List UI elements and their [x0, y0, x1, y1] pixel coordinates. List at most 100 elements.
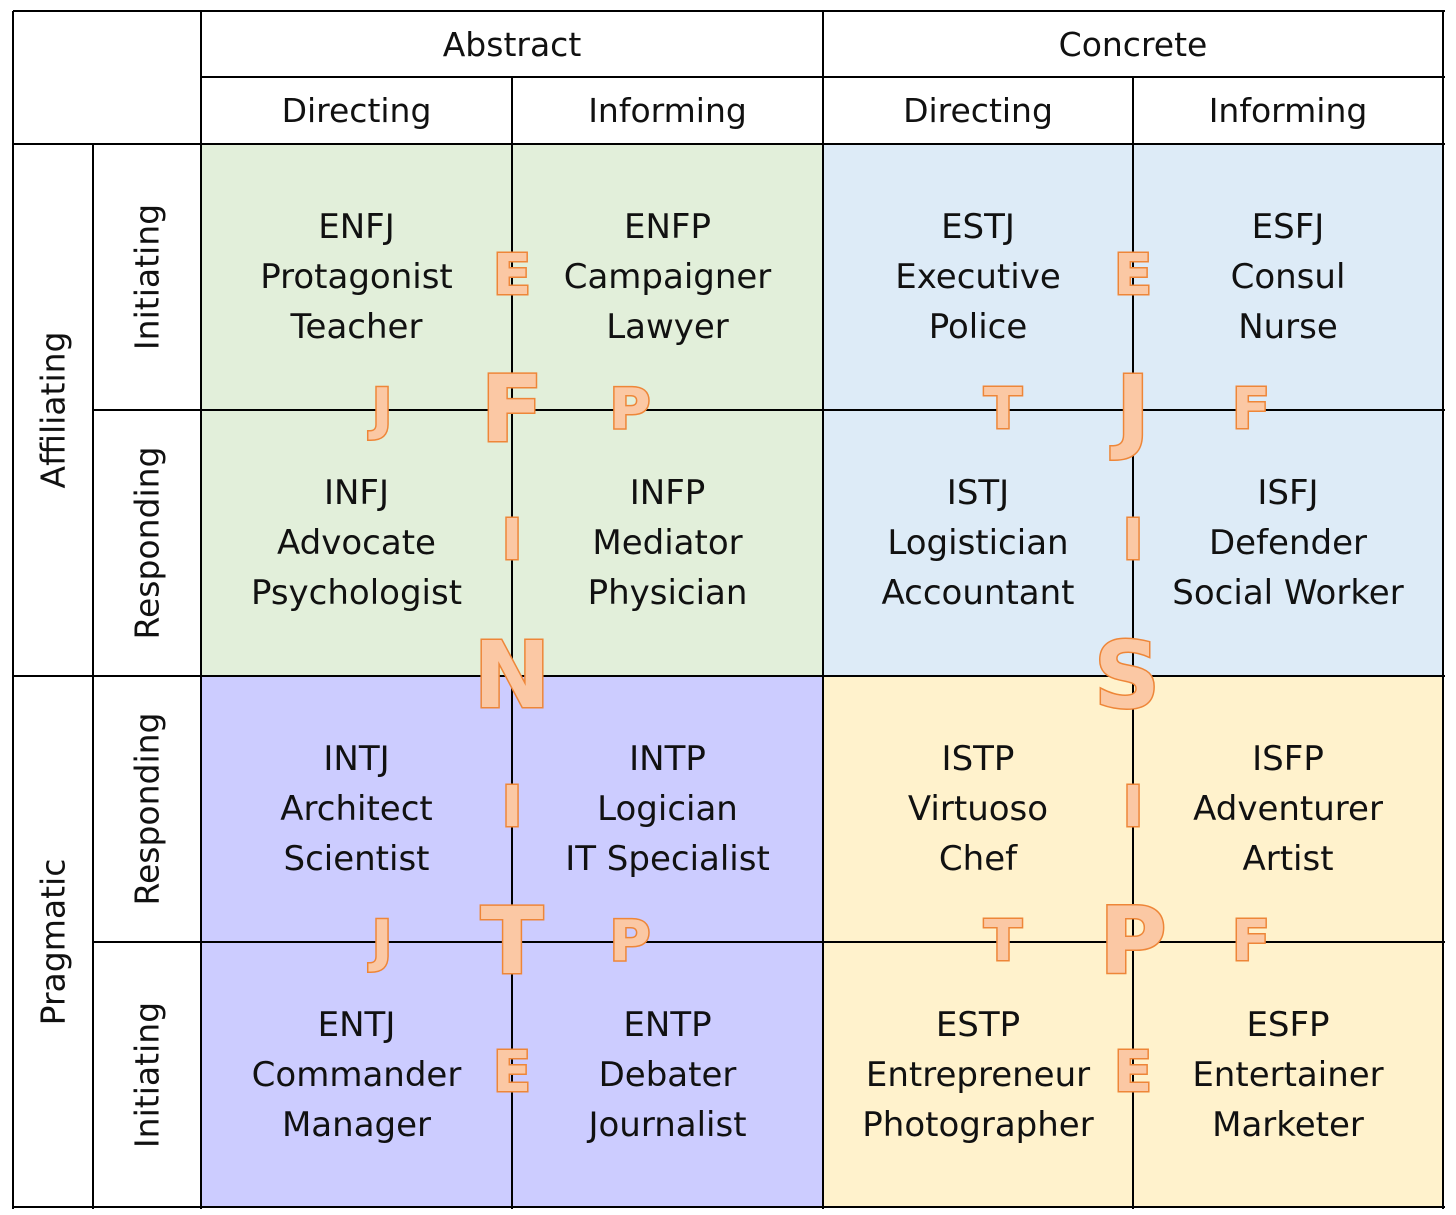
dichotomy-letter-p: P: [608, 377, 652, 442]
grid-line: [13, 1206, 1445, 1208]
grid-line: [13, 675, 1445, 677]
dichotomy-letter-e: E: [1112, 243, 1153, 308]
cell-background: [1133, 144, 1443, 410]
type-career: Teacher: [290, 307, 423, 347]
type-name: Entertainer: [1192, 1054, 1384, 1095]
dichotomy-letter-f: F: [1230, 377, 1271, 442]
type-name: Debater: [598, 1054, 737, 1095]
dichotomy-letter-t: T: [479, 888, 545, 995]
type-name: Advocate: [277, 523, 436, 563]
grid-line: [13, 10, 1445, 12]
type-code: INTJ: [323, 739, 390, 779]
type-code: INTP: [629, 739, 706, 779]
type-career: Accountant: [881, 573, 1075, 613]
header-informing-concrete: Informing: [1208, 91, 1368, 130]
header-concrete: Concrete: [1058, 24, 1208, 64]
dichotomy-letter-e: E: [1112, 1040, 1153, 1105]
dichotomy-letter-n: N: [472, 622, 552, 729]
type-code: ENTJ: [317, 1004, 396, 1045]
dichotomy-letter-e: E: [491, 1040, 532, 1105]
type-code: ESFP: [1246, 1004, 1330, 1045]
cell-background: [823, 144, 1133, 410]
type-code: ENTP: [623, 1004, 712, 1045]
type-career: Psychologist: [250, 573, 463, 613]
grid-line: [1132, 77, 1134, 1209]
type-code: ESTP: [935, 1004, 1021, 1045]
type-career: Police: [928, 307, 1028, 347]
type-code: ENFJ: [318, 207, 395, 247]
cell-background: [823, 410, 1133, 676]
type-career: Scientist: [283, 839, 430, 879]
dichotomy-letter-f: F: [479, 356, 545, 463]
type-career: Manager: [281, 1104, 432, 1145]
type-career: Artist: [1242, 839, 1334, 879]
type-career: Social Worker: [1172, 573, 1404, 613]
dichotomy-letter-j: J: [370, 377, 394, 442]
cell-background: [512, 410, 823, 676]
type-name: Protagonist: [260, 257, 453, 297]
dichotomy-letter-i: I: [1121, 775, 1145, 840]
dichotomy-letter-e: E: [491, 243, 532, 308]
type-code: INFJ: [323, 473, 390, 513]
header-directing-abstract: Directing: [281, 91, 432, 130]
dichotomy-letter-f: F: [1230, 909, 1271, 974]
type-code: ISTJ: [946, 473, 1010, 513]
dichotomy-letter-p: P: [608, 909, 652, 974]
grid-line: [12, 11, 14, 1209]
cell-background: [512, 942, 823, 1207]
type-name: Logician: [597, 789, 738, 829]
type-career: Lawyer: [606, 307, 729, 347]
grid-line: [13, 143, 1445, 145]
type-code: INFP: [629, 473, 706, 513]
dichotomy-letter-p: P: [1098, 888, 1168, 995]
grid-line: [93, 941, 1445, 943]
grid-line: [511, 77, 513, 1209]
cell-background: [201, 144, 512, 410]
dichotomy-letter-j: J: [370, 909, 394, 974]
cell-background: [512, 676, 823, 942]
header-abstract: Abstract: [442, 24, 582, 64]
dichotomy-letter-i: I: [500, 775, 524, 840]
cell-background: [512, 144, 823, 410]
type-career: Journalist: [588, 1104, 747, 1145]
cell-background: [1133, 942, 1443, 1207]
grid-line: [1442, 11, 1444, 1209]
dichotomy-letter-j: J: [1114, 356, 1151, 463]
type-career: Chef: [938, 839, 1018, 879]
cell-background: [1133, 676, 1443, 942]
dichotomy-letter-s: S: [1092, 622, 1161, 729]
dichotomy-letter-i: I: [500, 508, 524, 573]
type-career: Nurse: [1238, 307, 1338, 347]
grid-line: [200, 11, 202, 1209]
grid-line: [93, 409, 1445, 411]
cell-background: [823, 676, 1133, 942]
dichotomy-letter-t: T: [982, 377, 1023, 442]
type-career: Physician: [587, 573, 748, 613]
type-code: ESFJ: [1251, 207, 1325, 247]
cell-background: [201, 942, 512, 1207]
header-directing-concrete: Directing: [903, 91, 1053, 130]
grid-line: [822, 11, 824, 1209]
type-name: Logistician: [887, 523, 1069, 563]
type-name: Mediator: [592, 523, 743, 563]
type-name: Executive: [895, 257, 1061, 297]
cell-background: [201, 676, 512, 942]
type-name: Consul: [1230, 257, 1346, 297]
